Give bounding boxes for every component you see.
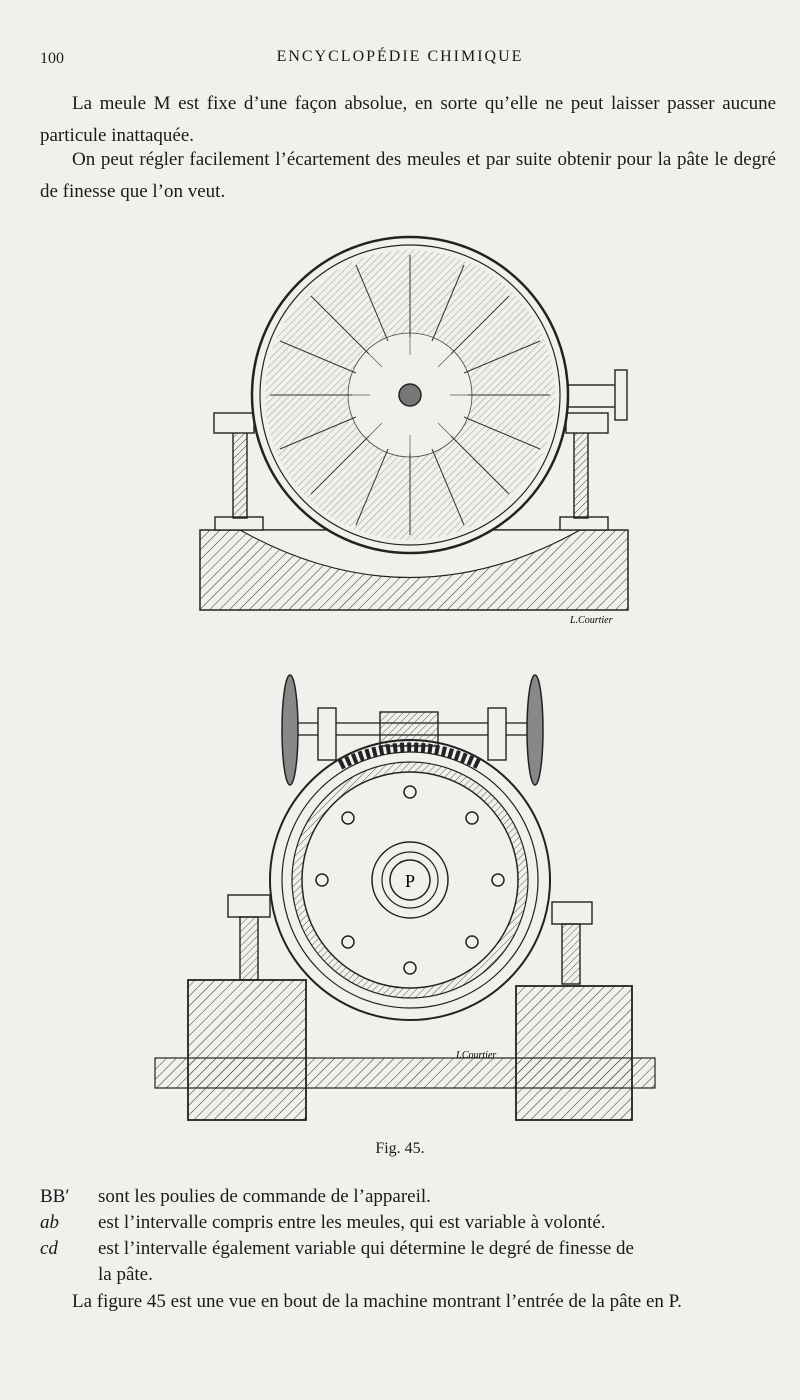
- legend-row-cd-continuation: la pâte.: [98, 1264, 153, 1285]
- legend-row-bb: BB′ sont les poulies de commande de l’ap…: [40, 1184, 776, 1210]
- figure-end-view: P I.Courtier: [0, 670, 800, 1130]
- legend-key: cd: [40, 1238, 58, 1259]
- inlet-label-p: P: [405, 871, 415, 891]
- figure-legend: BB′ sont les poulies de commande de l’ap…: [40, 1184, 776, 1288]
- mill-end-view-drawing: P I.Courtier: [154, 674, 656, 1121]
- mill-side-view-drawing: L.Courtier: [199, 235, 629, 626]
- worm-gear: [379, 711, 439, 747]
- legend-text: est l’intervalle compris entre les meule…: [98, 1212, 606, 1233]
- page-number: 100: [40, 50, 64, 67]
- left-bracket: [227, 894, 271, 918]
- figure-side-view: L.Courtier: [0, 225, 800, 635]
- pulley-b: [281, 674, 299, 786]
- paragraph-1: La meule M est fixe d’une façon absolue,…: [40, 93, 776, 146]
- running-title: ENCYCLOPÉDIE CHIMIQUE: [276, 48, 524, 65]
- legend-text: sont les poulies de commande de l’appare…: [98, 1186, 431, 1207]
- gear-teeth: [337, 742, 483, 770]
- left-pedestal: [187, 979, 307, 1121]
- millstone-disc: [250, 235, 570, 555]
- legend-text: est l’intervalle également variable qui …: [98, 1238, 634, 1259]
- legend-key: ab: [40, 1212, 59, 1233]
- figure-caption: Fig. 45.: [375, 1140, 425, 1157]
- right-support: [559, 412, 609, 531]
- bolts: [315, 785, 505, 975]
- right-bracket: [551, 901, 593, 925]
- legend-row-ab: ab est l’intervalle compris entre les me…: [40, 1210, 776, 1236]
- paragraph-2: On peut régler facilement l’écartement d…: [40, 149, 776, 202]
- central-hub: [398, 383, 422, 407]
- legend-key: BB′: [40, 1186, 70, 1207]
- legend-row-cd: cd est l’intervalle également variable q…: [40, 1236, 776, 1262]
- left-shaft-bearing: [317, 707, 337, 761]
- page-header: 100 ENCYCLOPÉDIE CHIMIQUE: [40, 48, 760, 72]
- right-pedestal: [515, 985, 633, 1121]
- pulley-b-prime: [526, 674, 544, 786]
- bottom-figure-signature: I.Courtier: [455, 1050, 496, 1061]
- top-figure-signature: L.Courtier: [569, 615, 613, 626]
- closing-paragraph: La figure 45 est une vue en bout de la m…: [72, 1291, 682, 1312]
- right-shaft-bearing: [487, 707, 507, 761]
- shaft-right: [559, 369, 628, 421]
